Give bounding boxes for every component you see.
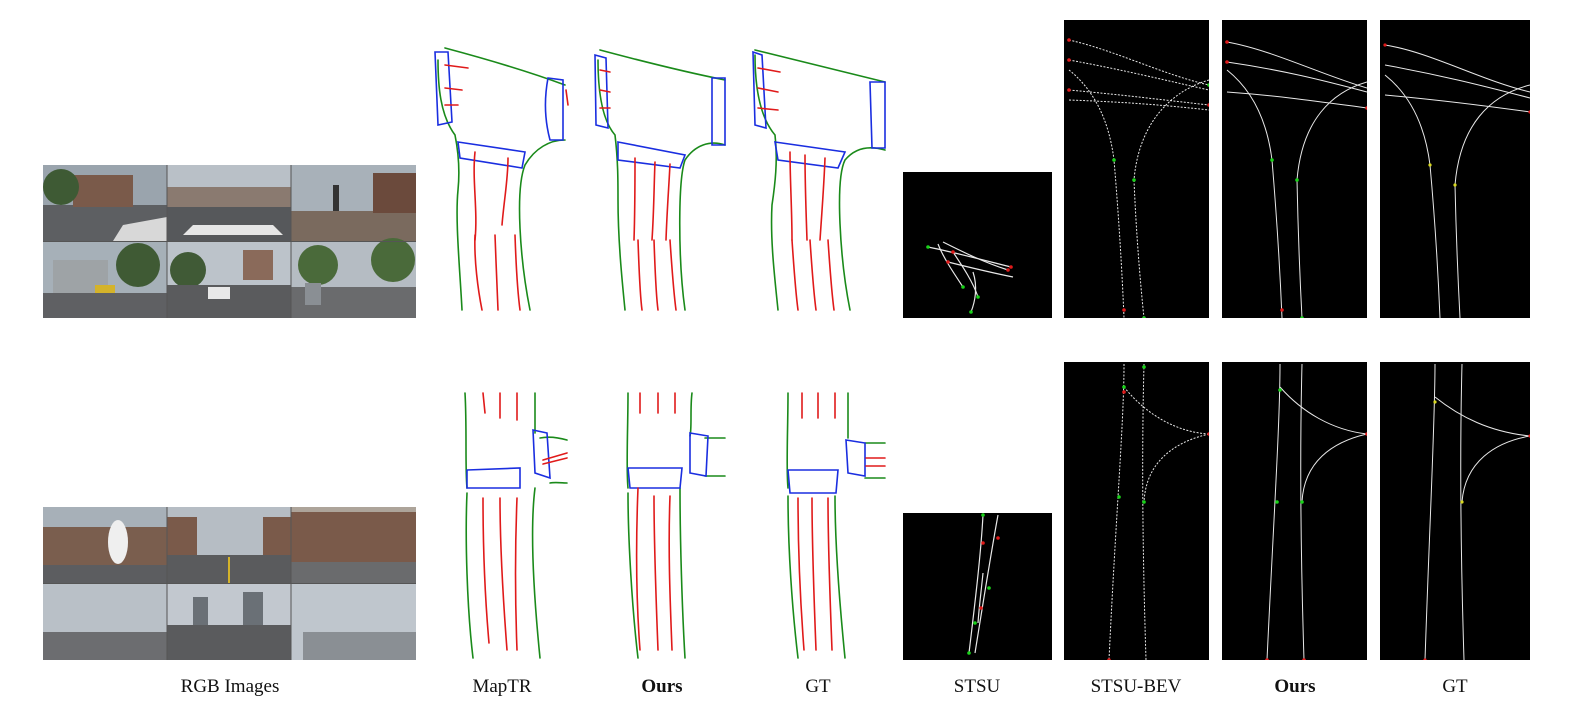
column-label-rgb-images: RGB Images bbox=[180, 676, 280, 697]
ours-map-row2 bbox=[620, 388, 730, 663]
gt-map-row2 bbox=[780, 388, 890, 663]
stsu-map-row2 bbox=[903, 513, 1052, 660]
ours-centerline-map-row1 bbox=[1222, 20, 1367, 318]
maptr-map-row1 bbox=[430, 40, 575, 315]
stsu-bev-map-row1 bbox=[1064, 20, 1209, 318]
column-label-gt-2: GT bbox=[1442, 676, 1468, 697]
gt-centerline-map-row2 bbox=[1380, 362, 1530, 660]
gt-centerline-map-row1 bbox=[1380, 20, 1530, 318]
column-label-ours-1: Ours bbox=[641, 676, 683, 697]
gt-map-row1 bbox=[750, 40, 895, 315]
rgb-images-row2 bbox=[43, 507, 416, 660]
stsu-bev-map-row2 bbox=[1064, 362, 1209, 660]
ours-centerline-map-row2 bbox=[1222, 362, 1367, 660]
column-label-maptr: MapTR bbox=[472, 676, 532, 697]
maptr-map-row2 bbox=[455, 388, 570, 663]
column-label-stsu: STSU bbox=[953, 676, 1001, 697]
column-label-stsu-bev: STSU-BEV bbox=[1090, 676, 1182, 697]
stsu-map-row1 bbox=[903, 172, 1052, 318]
ours-map-row1 bbox=[590, 40, 735, 315]
rgb-images-row1 bbox=[43, 165, 416, 318]
column-label-gt-1: GT bbox=[805, 676, 831, 697]
column-label-ours-2: Ours bbox=[1274, 676, 1316, 697]
